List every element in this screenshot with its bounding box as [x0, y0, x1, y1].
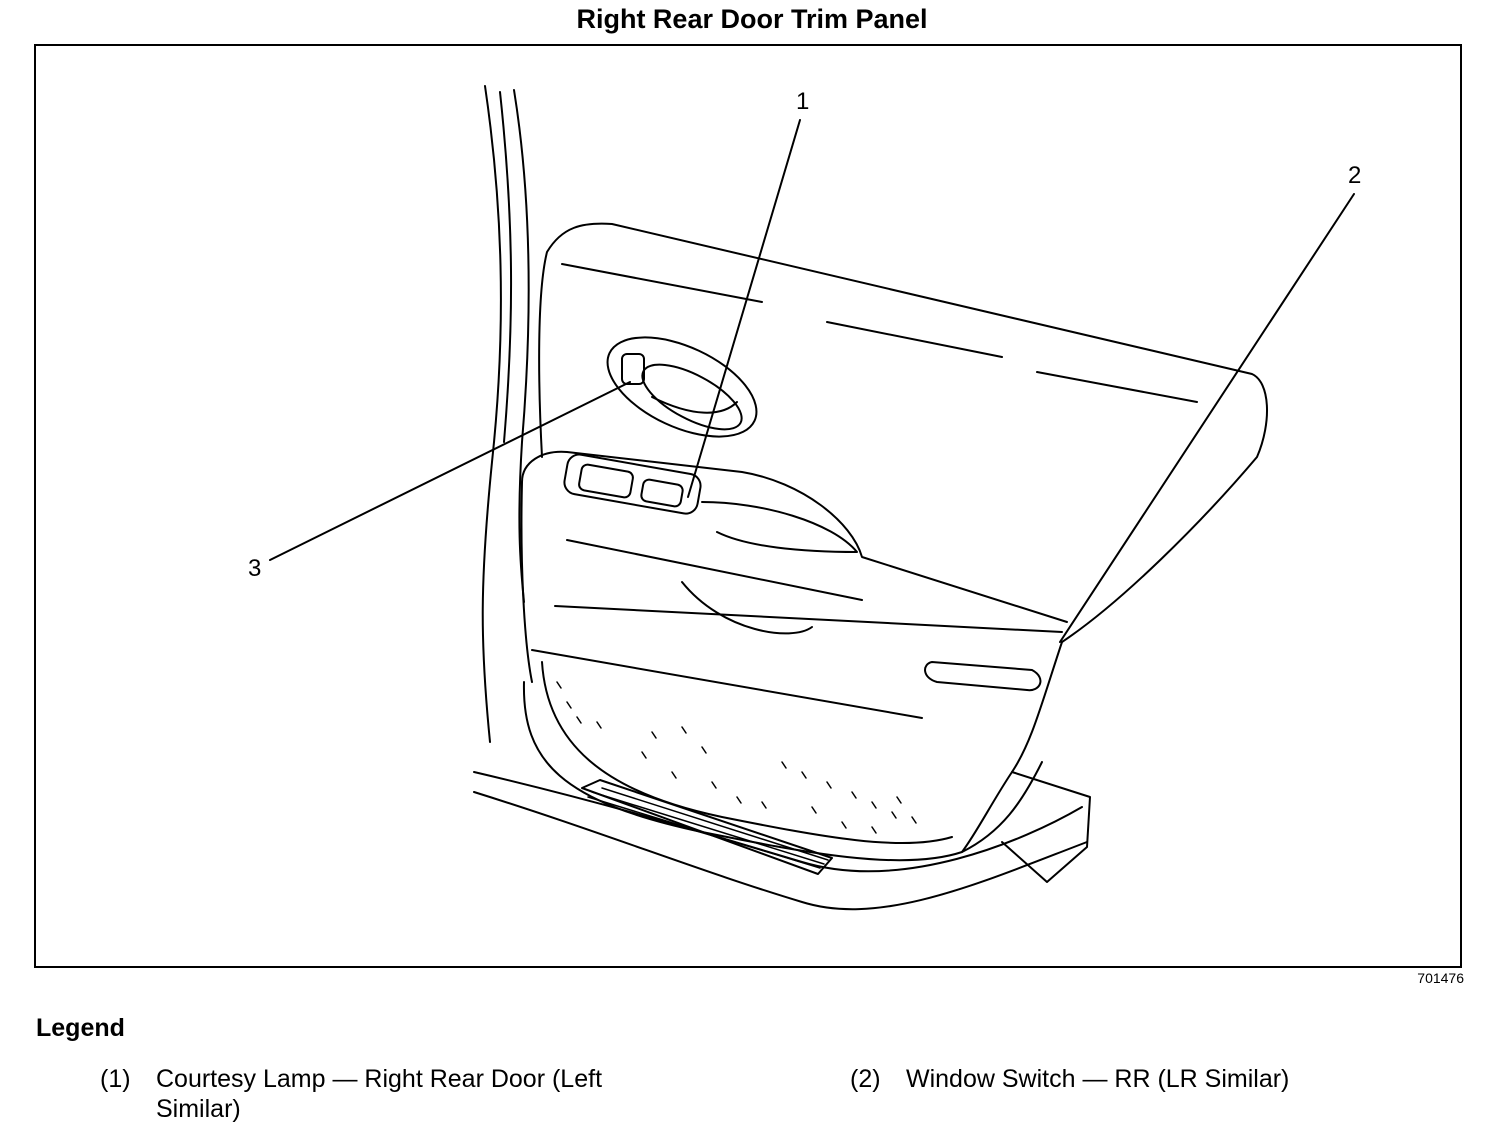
handle-bezel-inner [641, 363, 743, 431]
door-handle-lever [651, 396, 738, 414]
lower-trim-outline [522, 681, 1043, 862]
door-frame-outer-line [481, 85, 502, 743]
lower-trim-inner [541, 661, 953, 845]
sill-line-2 [473, 791, 1088, 911]
door-frame-back-line [499, 91, 513, 443]
step-plate-rib-2 [601, 787, 829, 861]
step-plate-rib-3 [587, 796, 821, 869]
handle-bezel [606, 336, 758, 438]
figure-id: 701476 [1417, 970, 1464, 986]
upper-trim-stitch-1 [561, 263, 763, 303]
window-switch-right [640, 478, 684, 508]
door-trim-panel-drawing [269, 85, 1355, 911]
window-switch-left [578, 463, 634, 499]
legend-item-number: (2) [850, 1065, 881, 1093]
rocker-panel [1001, 771, 1091, 883]
carpet-texture [556, 681, 917, 834]
leader-line-1 [687, 119, 801, 498]
map-pocket [681, 581, 813, 635]
step-plate-rib-1 [591, 791, 825, 865]
callout-2: 2 [1348, 162, 1362, 189]
lower-pull-handle [924, 661, 1042, 692]
leader-line-3 [269, 381, 631, 561]
upper-trim-stitch-3 [1036, 371, 1198, 403]
legend-item-text: Window Switch — RR (LR Similar) [906, 1065, 1290, 1093]
door-rear-edge [961, 641, 1063, 853]
callout-3: 3 [248, 555, 262, 582]
upper-trim-stitch-2 [826, 321, 1003, 358]
upper-trim-panel [538, 222, 1268, 643]
armrest-line-2 [554, 605, 1063, 633]
legend-item-text: Courtesy Lamp — Right Rear Door (Left Si… [156, 1065, 603, 1123]
armrest-pull-cup [701, 501, 858, 553]
courtesy-lamp [621, 353, 645, 385]
diagram-title: Right Rear Door Trim Panel [576, 4, 928, 34]
armrest-line-1 [566, 539, 863, 601]
leader-line-2 [1059, 193, 1355, 643]
callout-1: 1 [796, 88, 810, 115]
step-plate [581, 779, 833, 875]
legend-item-number: (1) [100, 1065, 131, 1093]
armrest-top [521, 450, 1068, 623]
lower-trim-top [531, 649, 923, 719]
armrest-front [520, 481, 533, 683]
legend-title: Legend [36, 1014, 125, 1042]
door-illustration-frame [34, 44, 1462, 968]
window-switch-bezel [563, 453, 702, 515]
door-frame-inner-line [513, 89, 530, 603]
